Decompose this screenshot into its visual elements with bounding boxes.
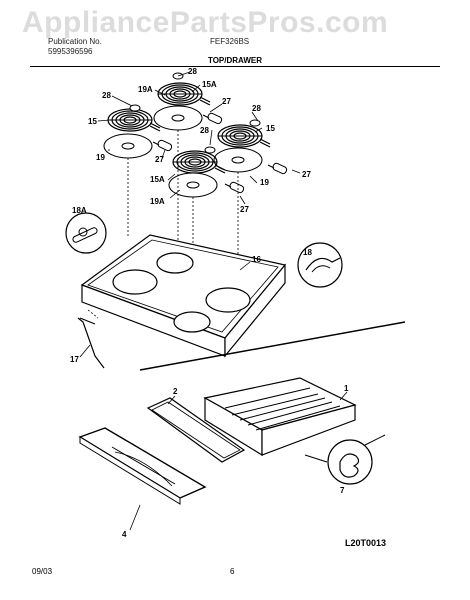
callout-27-left: 27: [155, 155, 164, 164]
callout-28-mid: 28: [200, 126, 209, 135]
callout-7: 7: [340, 486, 345, 495]
diagram-code: L20T0013: [345, 538, 387, 548]
callout-4: 4: [122, 530, 127, 539]
callout-15-right: 15: [266, 124, 275, 133]
watermark: AppliancePartsPros.com: [22, 6, 389, 39]
callout-19-right: 19: [260, 178, 269, 187]
callout-2: 2: [173, 387, 178, 396]
model-number: FEF326BS: [210, 37, 250, 46]
callout-28-right: 28: [252, 104, 261, 113]
callout-1: 1: [344, 384, 349, 393]
callout-27-right: 27: [302, 170, 311, 179]
cooktop-outline: [80, 234, 287, 358]
callout-18: 18: [303, 248, 312, 257]
callout-15-left: 15: [88, 117, 97, 126]
footer-date: 09/03: [32, 567, 53, 576]
section-title: TOP/DRAWER: [207, 56, 263, 65]
callout-27-top: 27: [222, 97, 231, 106]
callout-15A-top: 15A: [202, 80, 217, 89]
callout-28-left: 28: [102, 91, 111, 100]
callout-19-left: 19: [96, 153, 105, 162]
publication-number: 5995396596: [48, 47, 93, 56]
callout-18A: 18A: [72, 206, 87, 215]
callout-19A-top: 19A: [138, 85, 153, 94]
callout-28-top: 28: [188, 67, 197, 76]
callout-17: 17: [70, 355, 79, 364]
footer-page-number: 6: [230, 567, 235, 576]
callout-19A-lower: 19A: [150, 197, 165, 206]
publication-label: Publication No.: [48, 37, 102, 46]
callout-15A-lower: 15A: [150, 175, 165, 184]
callout-16: 16: [252, 255, 261, 264]
callout-27-lower: 27: [240, 205, 249, 214]
header-rule: [30, 66, 440, 67]
